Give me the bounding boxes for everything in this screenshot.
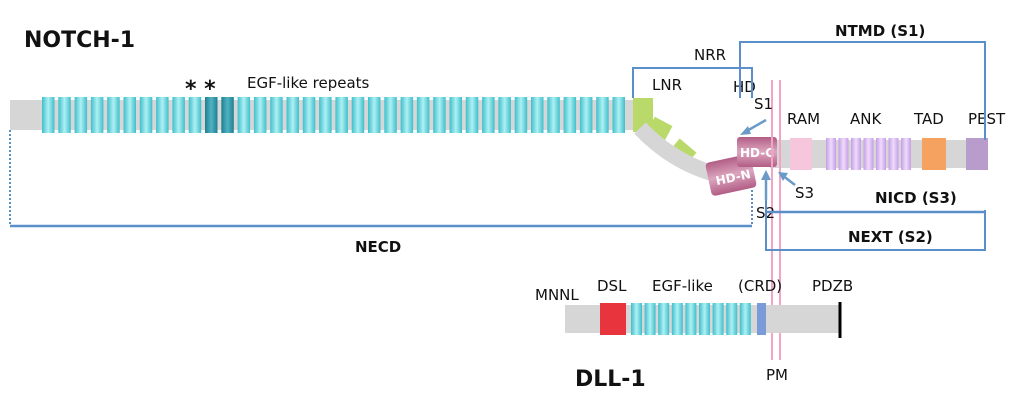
egf-like-repeats xyxy=(42,97,625,133)
dll-egf-repeat xyxy=(726,303,738,335)
hd-c-label: HD-C xyxy=(740,146,774,160)
egf-repeat xyxy=(384,97,397,133)
dll-egf-repeat xyxy=(739,303,751,335)
dll-egf-repeats xyxy=(631,303,751,335)
s3-label: S3 xyxy=(795,184,814,202)
egf-repeat xyxy=(270,97,283,133)
next-label: NEXT (S2) xyxy=(848,228,933,246)
egf-repeat xyxy=(514,97,528,133)
pdzb-label: PDZB xyxy=(812,277,853,295)
egf-repeat xyxy=(139,97,153,133)
mnnl-label: MNNL xyxy=(535,286,579,304)
dll-egf-repeat xyxy=(644,303,656,335)
pest-label: PEST xyxy=(968,110,1006,128)
calcium-binding-asterisks: * * xyxy=(185,77,216,102)
crd-domain xyxy=(757,303,766,335)
egf-repeat xyxy=(482,97,495,133)
egf-repeat xyxy=(302,97,316,133)
egf-repeat xyxy=(286,97,299,133)
egf-repeat xyxy=(58,97,71,133)
dll-egf-label: EGF-like xyxy=(652,277,713,295)
egf-repeat xyxy=(319,97,332,133)
hd-c-domain xyxy=(737,137,777,167)
egf-repeat-calcium xyxy=(205,97,218,133)
s1-label: S1 xyxy=(754,95,773,113)
egf-repeat xyxy=(253,97,267,133)
ank-repeat xyxy=(826,138,836,170)
ank-repeat xyxy=(863,138,874,170)
hd-label: HD xyxy=(733,78,756,96)
ank-label: ANK xyxy=(850,110,882,128)
dll-egf-repeat xyxy=(631,303,642,335)
egf-repeat xyxy=(188,97,202,133)
ntmd-label: NTMD (S1) xyxy=(835,22,925,40)
ank-repeat xyxy=(851,138,861,170)
egf-repeat xyxy=(156,97,169,133)
egf-repeat xyxy=(42,97,55,133)
egf-repeat xyxy=(172,97,185,133)
egf-repeat xyxy=(368,97,381,133)
ntmd-bracket xyxy=(739,41,986,140)
dsl-domain xyxy=(600,303,626,335)
nrr-bracket xyxy=(632,67,753,98)
necd-bracket xyxy=(9,130,753,227)
ank-repeat xyxy=(876,138,886,170)
egf-repeat xyxy=(400,97,414,133)
necd-label: NECD xyxy=(355,238,401,256)
egf-repeat xyxy=(416,97,430,133)
egf-repeat xyxy=(531,97,544,133)
egf-repeat xyxy=(90,97,104,133)
egf-repeat xyxy=(335,97,348,133)
egf-repeat xyxy=(579,97,593,133)
dll-egf-repeat xyxy=(712,303,724,335)
lnr-label: LNR xyxy=(652,76,682,94)
ram-label: RAM xyxy=(787,110,820,128)
pest-domain xyxy=(966,138,988,170)
s1-arrow-head xyxy=(740,126,751,135)
lnr-domain-a xyxy=(633,98,653,132)
dll-egf-repeat xyxy=(671,303,683,335)
egf-repeat xyxy=(547,97,560,133)
egf-repeat-calcium xyxy=(221,97,234,133)
ank-repeat xyxy=(838,138,849,170)
egf-repeat xyxy=(107,97,120,133)
s2-arrow-head xyxy=(761,170,771,180)
tad-domain xyxy=(922,138,946,170)
ank-repeats xyxy=(826,138,911,170)
notch-title: NOTCH-1 xyxy=(24,28,135,53)
egf-repeat xyxy=(498,97,511,133)
egf-repeat xyxy=(123,97,136,133)
egf-repeat xyxy=(596,97,609,133)
egf-repeat xyxy=(612,97,625,133)
dll-egf-repeat xyxy=(699,303,710,335)
ank-repeat xyxy=(888,138,899,170)
tad-label: TAD xyxy=(913,110,944,128)
egf-repeats-label: EGF-like repeats xyxy=(247,74,370,92)
dll-title: DLL-1 xyxy=(575,367,646,392)
nicd-label: NICD (S3) xyxy=(875,189,957,207)
egf-repeat xyxy=(563,97,577,133)
next-bracket xyxy=(765,200,986,251)
brackets xyxy=(9,41,986,251)
egf-repeat xyxy=(449,97,462,133)
nrr-label: NRR xyxy=(694,46,726,64)
crd-label: (CRD) xyxy=(738,277,782,295)
egf-repeat xyxy=(351,97,365,133)
egf-repeat xyxy=(465,97,479,133)
dll-egf-repeat xyxy=(658,303,670,335)
dll-egf-repeat xyxy=(685,303,697,335)
egf-repeat xyxy=(237,97,251,133)
egf-repeat xyxy=(433,97,446,133)
ank-repeat xyxy=(901,138,911,170)
dsl-label: DSL xyxy=(597,277,627,295)
s3-arrow-head xyxy=(778,172,788,181)
egf-repeat xyxy=(74,97,88,133)
membrane-label: PM xyxy=(766,366,788,384)
ram-domain xyxy=(790,138,812,170)
